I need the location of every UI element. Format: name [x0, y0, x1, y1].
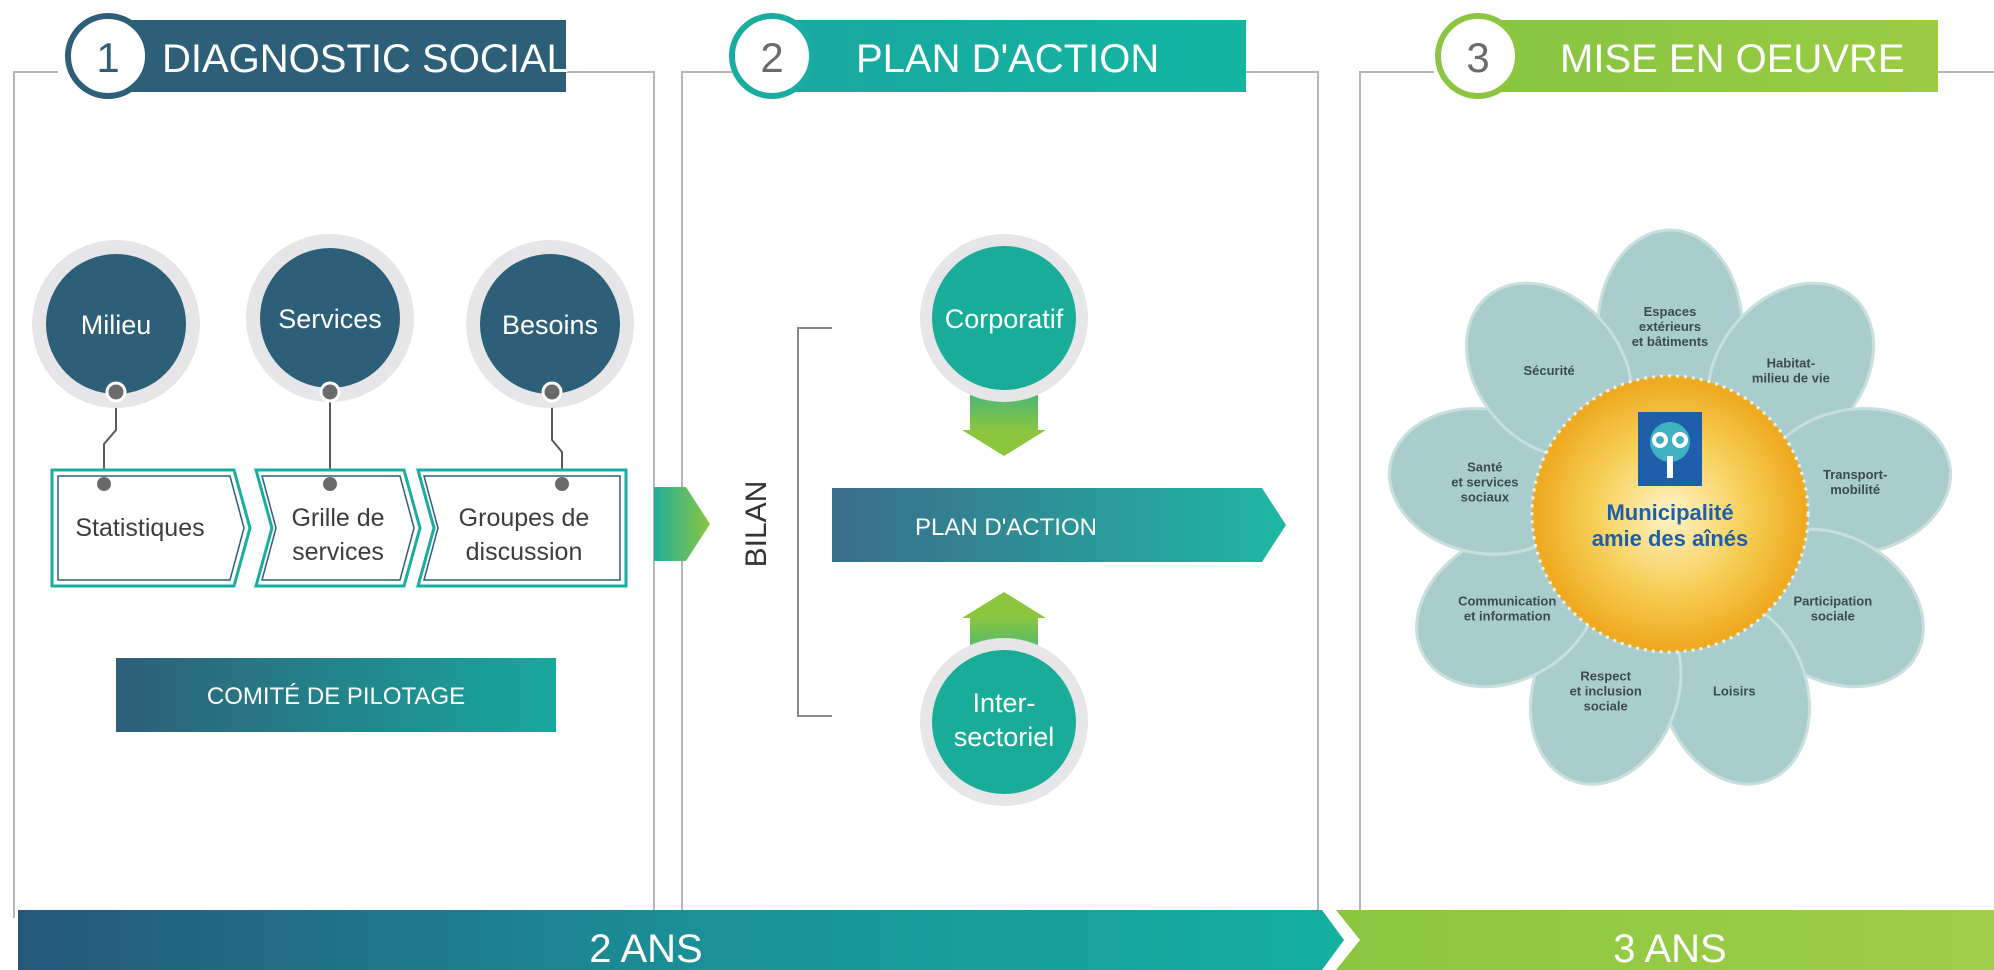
committee-label: COMITÉ DE PILOTAGE: [207, 683, 465, 710]
circle-milieu: Milieu: [32, 240, 200, 408]
petal-label: sociale: [1584, 699, 1628, 714]
flower-center: Municipalité amie des aînés: [1530, 374, 1810, 654]
timeline-3-ans: 3 ANS: [1336, 910, 1994, 970]
circle-intersectoriel-line2: sectoriel: [954, 722, 1055, 752]
box-groupes-line2: discussion: [466, 538, 583, 566]
committee-bar: COMITÉ DE PILOTAGE: [116, 658, 556, 732]
box-groupes: Groupes de discussion: [416, 468, 628, 588]
petal-label: Participation: [1793, 594, 1872, 609]
petal-label: Habitat-: [1767, 355, 1815, 370]
plan-action-label: PLAN D'ACTION: [915, 514, 1097, 541]
circle-intersectoriel-line1: Inter-: [972, 688, 1035, 718]
petal-label: Transport-: [1823, 467, 1887, 482]
circle-besoins-label: Besoins: [502, 310, 598, 340]
petal-label: Sécurité: [1523, 363, 1574, 378]
phase-transition-arrow: [654, 487, 710, 561]
flower-center-line2: amie des aînés: [1592, 526, 1749, 551]
box-grille-line2: services: [292, 538, 384, 566]
circle-corporatif: Corporatif: [920, 234, 1088, 456]
phase-3-number: 3: [1466, 34, 1489, 81]
petal-label: extérieurs: [1639, 319, 1701, 334]
circle-milieu-label: Milieu: [81, 310, 152, 340]
timeline-3-ans-label: 3 ANS: [1613, 927, 1726, 970]
circle-corporatif-label: Corporatif: [945, 304, 1064, 334]
plan-action-arrow: PLAN D'ACTION: [832, 488, 1286, 562]
petal-label: mobilité: [1830, 482, 1880, 497]
petal-label: Respect: [1580, 669, 1631, 684]
petal-label: Espaces: [1644, 304, 1697, 319]
box-statistiques: Statistiques: [50, 468, 252, 588]
petal-label: Santé: [1467, 459, 1502, 474]
phase-2-title: PLAN D'ACTION: [856, 37, 1159, 81]
panel-frame-3: [1359, 71, 1994, 918]
phase-3-title: MISE EN OEUVRE: [1560, 37, 1905, 81]
box-grille-line1: Grille de: [291, 504, 384, 532]
petal-label: et services: [1451, 474, 1518, 489]
phase-1-number: 1: [96, 34, 119, 81]
bilan-group: BILAN: [740, 327, 832, 717]
petal-label: et bâtiments: [1632, 334, 1709, 349]
circle-services-label: Services: [278, 304, 382, 334]
timeline-2-ans: 2 ANS: [18, 910, 1344, 970]
petal-label: et information: [1464, 609, 1551, 624]
petal-label: Loisirs: [1713, 684, 1756, 699]
circle-besoins: Besoins: [466, 240, 634, 408]
box-groupes-line1: Groupes de: [459, 504, 590, 532]
circle-services: Services: [246, 234, 414, 403]
phase-2-header: 2 PLAN D'ACTION: [729, 13, 1246, 99]
box-grille: Grille de services: [254, 468, 422, 588]
phase-1-title: DIAGNOSTIC SOCIAL: [162, 37, 569, 81]
flower-center-line1: Municipalité: [1606, 500, 1733, 525]
circle-intersectoriel: Inter- sectoriel: [920, 592, 1088, 806]
petal-label: sociale: [1811, 609, 1855, 624]
panel-frame-2: [681, 71, 1319, 918]
petal-label: sociaux: [1461, 489, 1510, 504]
bilan-bracket: [797, 327, 832, 717]
timeline-2-ans-label: 2 ANS: [589, 927, 702, 970]
bilan-label: BILAN: [740, 481, 773, 568]
petal-label: Communication: [1458, 594, 1556, 609]
box-statistiques-label: Statistiques: [75, 514, 204, 542]
phase-2-number: 2: [760, 34, 783, 81]
petal-label: milieu de vie: [1752, 370, 1830, 385]
phase-1-header: 1 DIAGNOSTIC SOCIAL: [65, 13, 569, 99]
petal-label: et inclusion: [1570, 684, 1642, 699]
municipality-logo: [1638, 412, 1702, 486]
phase-3-header: 3 MISE EN OEUVRE: [1435, 13, 1938, 99]
